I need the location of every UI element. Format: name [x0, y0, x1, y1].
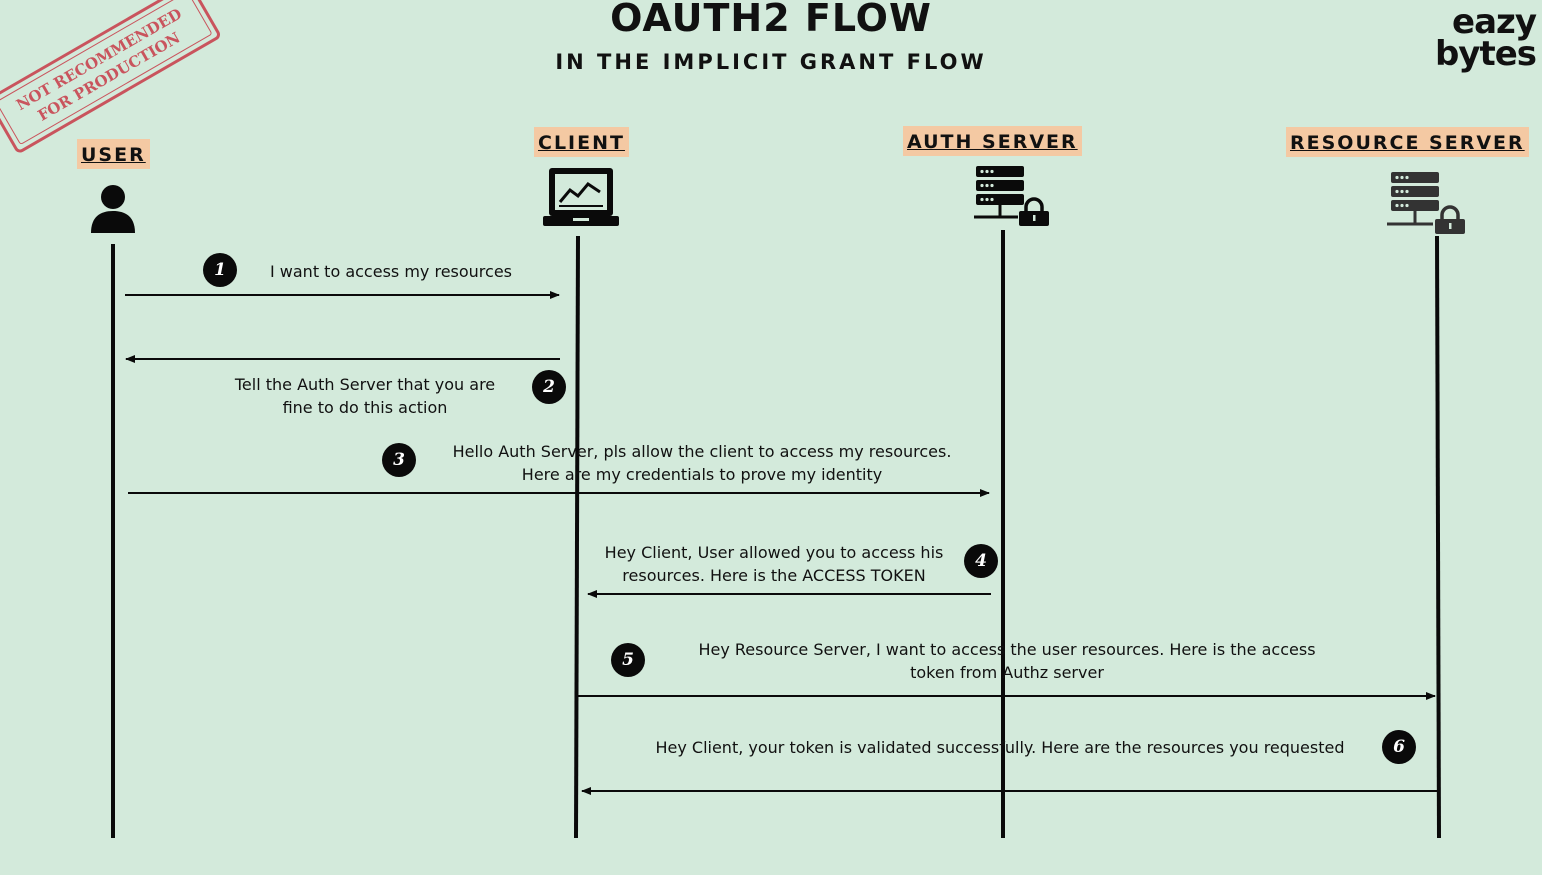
message-step-1-line-1: I want to access my resources — [269, 262, 513, 281]
step-badge-2: 2 — [532, 370, 566, 404]
diagram-subtitle: IN THE IMPLICIT GRANT FLOW — [555, 50, 987, 74]
actor-auth-server-label: AUTH SERVER — [903, 126, 1082, 156]
message-step-5-line-1: Hey Resource Server, I want to access th… — [698, 640, 1316, 659]
message-step-3: Hello Auth Server, pls allow the client … — [430, 440, 974, 486]
message-step-3-line-1: Hello Auth Server, pls allow the client … — [452, 442, 952, 461]
brand-logo: eazy bytes — [1434, 2, 1537, 74]
actor-resource-server-label: RESOURCE SERVER — [1286, 127, 1529, 157]
message-step-6-line-1: Hey Client, your token is validated succ… — [655, 738, 1345, 757]
message-step-1: I want to access my resources — [255, 260, 527, 283]
step-badge-3: 3 — [382, 443, 416, 477]
diagram-title: OAUTH2 FLOW — [610, 0, 932, 40]
lifeline-resource-server — [1435, 235, 1441, 839]
actor-client-label: CLIENT — [534, 127, 629, 157]
message-step-2-line-2: fine to do this action — [282, 398, 448, 417]
message-step-2: Tell the Auth Server that you are fine t… — [206, 373, 524, 419]
message-step-4: Hey Client, User allowed you to access h… — [584, 541, 964, 587]
actor-user-label: USER — [77, 139, 150, 169]
brand-line-1: eazy — [1452, 2, 1537, 42]
message-step-4-line-1: Hey Client, User allowed you to access h… — [604, 543, 944, 562]
auth-server-icon — [974, 166, 1049, 226]
lifeline-client — [574, 235, 580, 839]
message-step-4-line-2: resources. Here is the ACCESS TOKEN — [622, 566, 926, 585]
resource-server-icon — [1387, 172, 1465, 234]
step-badge-6: 6 — [1382, 730, 1416, 764]
user-icon — [91, 185, 135, 233]
message-step-5-line-2: token from Authz server — [910, 663, 1104, 682]
laptop-icon — [543, 168, 619, 226]
step-badge-1: 1 — [203, 253, 237, 287]
step-badge-4: 4 — [964, 544, 998, 578]
message-step-6: Hey Client, your token is validated succ… — [622, 736, 1378, 759]
message-step-3-line-2: Here are my credentials to prove my iden… — [521, 465, 883, 484]
step-badge-5: 5 — [611, 643, 645, 677]
brand-line-2: bytes — [1434, 34, 1537, 74]
message-step-2-line-1: Tell the Auth Server that you are — [234, 375, 496, 394]
message-step-5: Hey Resource Server, I want to access th… — [671, 638, 1343, 684]
